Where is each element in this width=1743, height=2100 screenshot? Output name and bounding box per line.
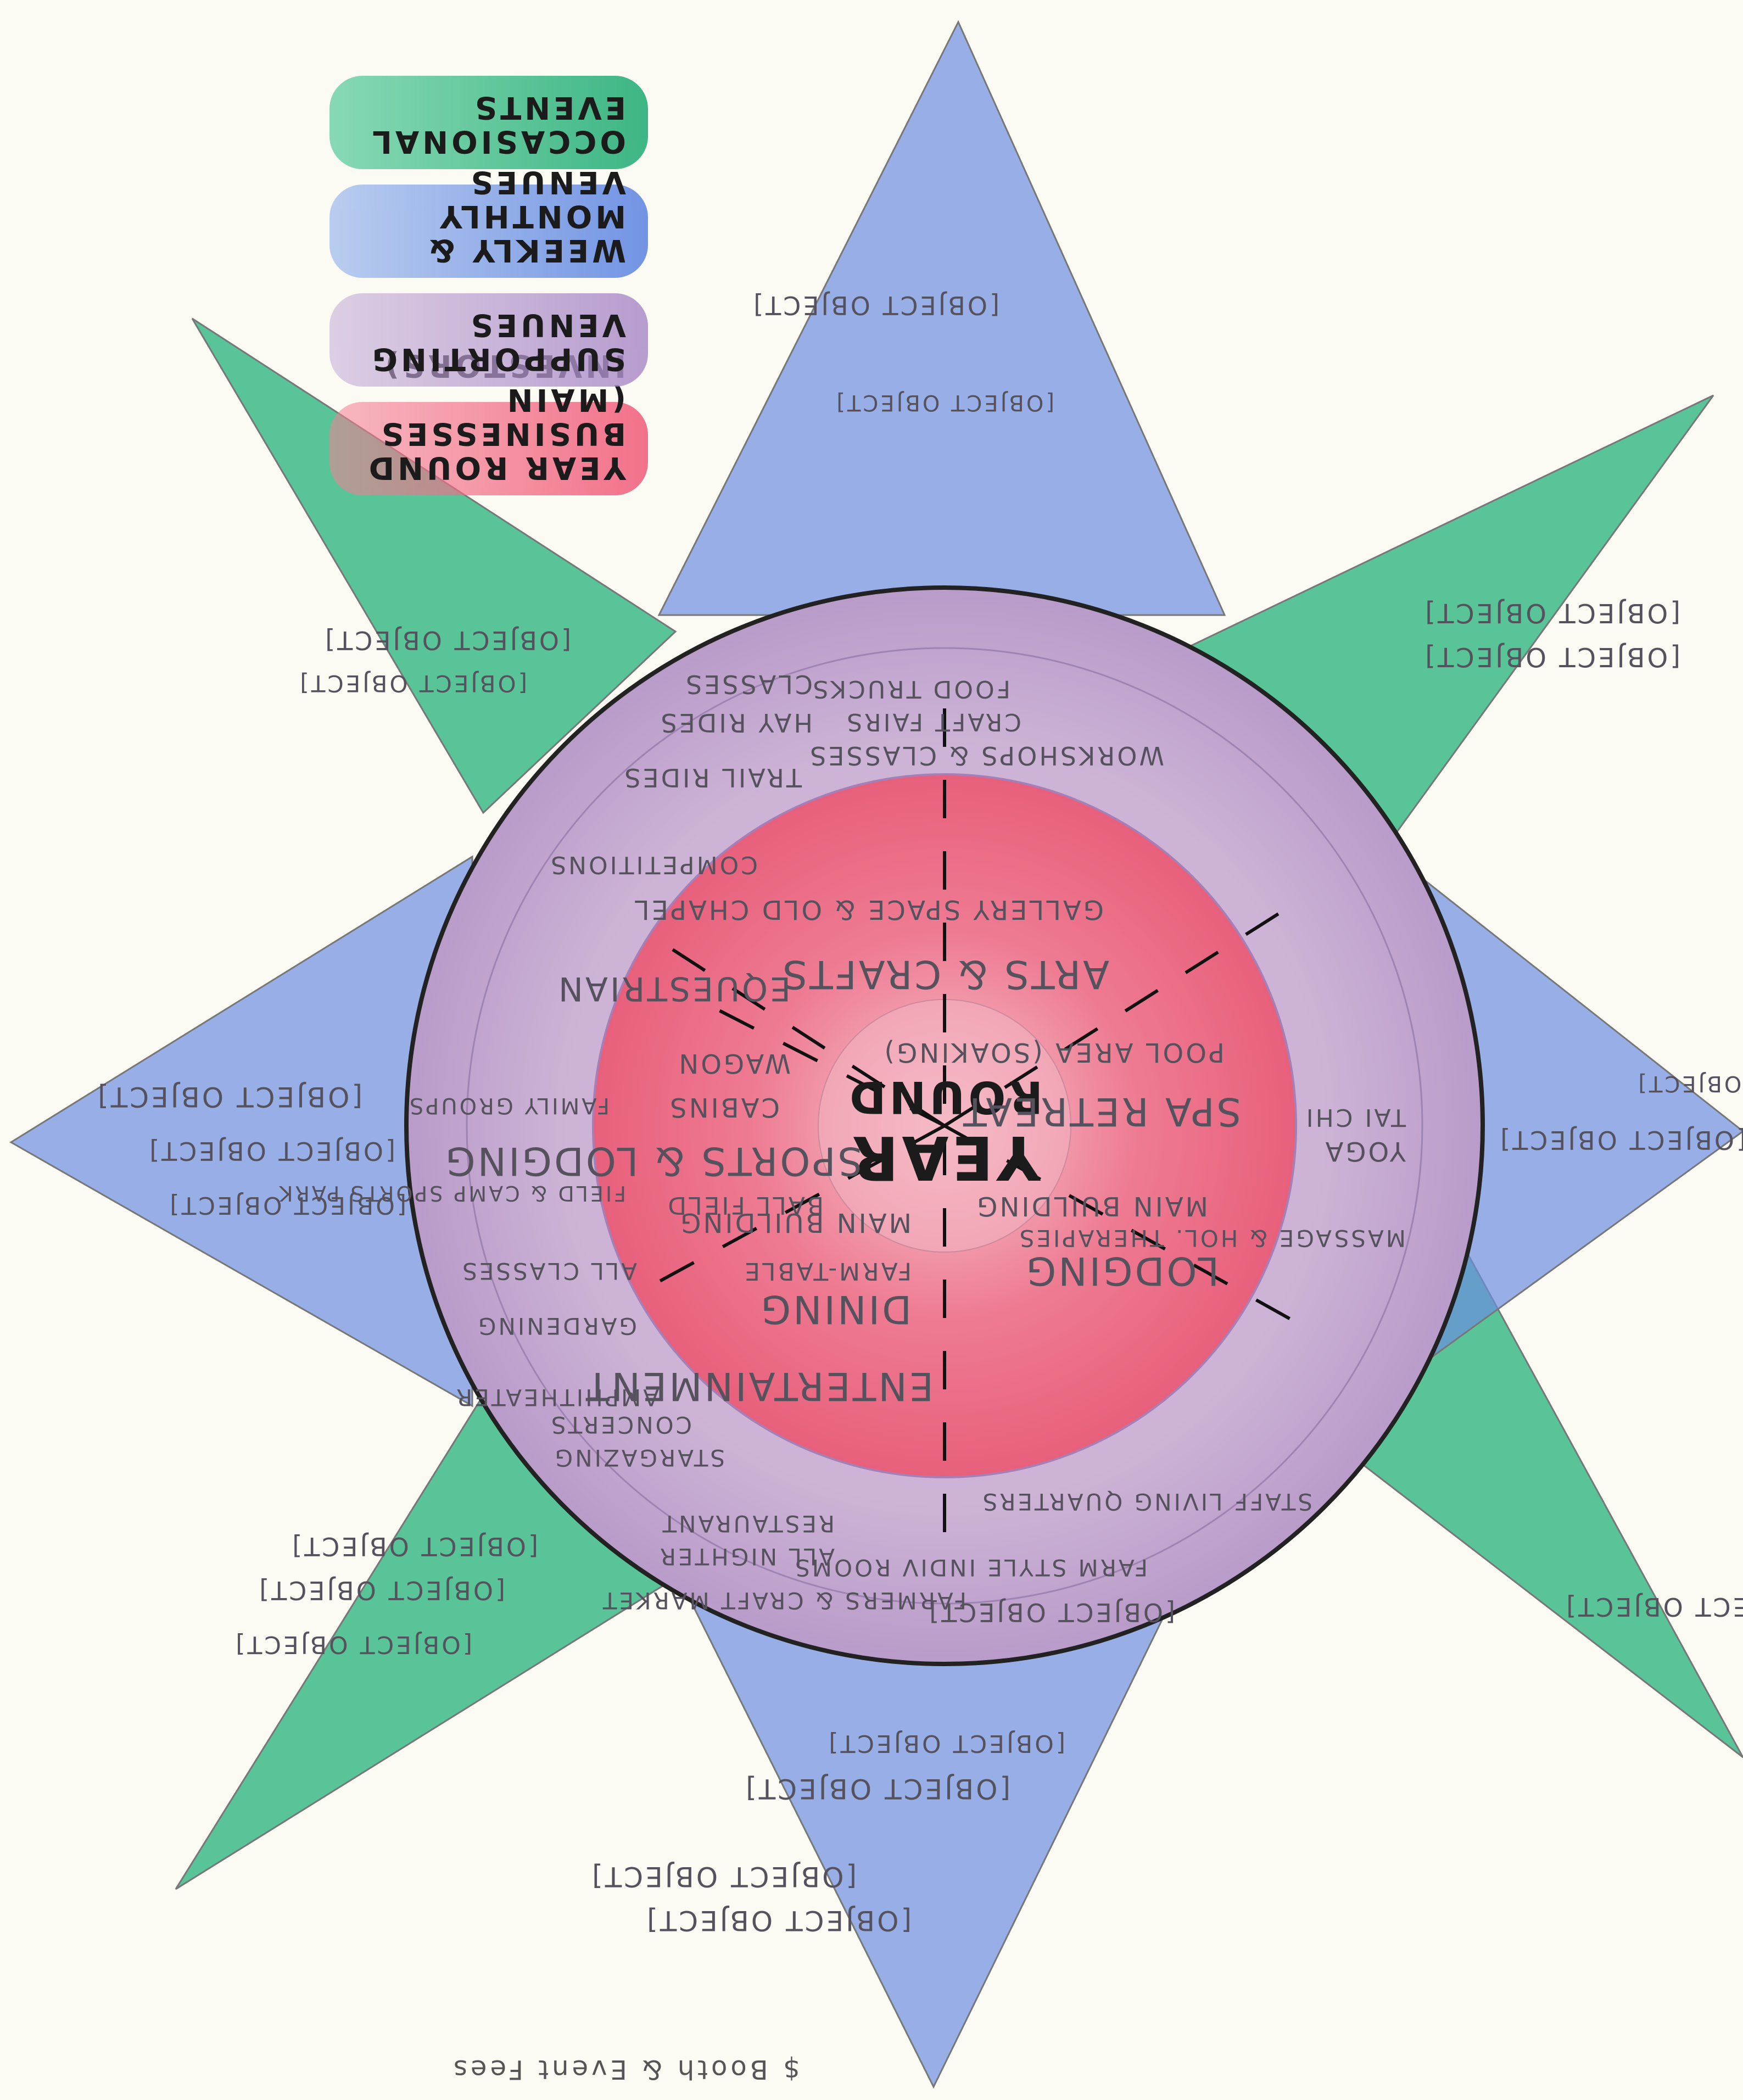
support-label: Competitions [549, 851, 758, 879]
core-note: Ball Field [666, 1191, 824, 1219]
star-label: [object Object] [834, 390, 1054, 415]
support-label: All Nighter [658, 1543, 835, 1570]
support-label: Tai Chi [1304, 1103, 1406, 1131]
star-label: [object Object] [927, 1598, 1175, 1627]
star-label: [object Object] [590, 1861, 857, 1892]
star-label: [object Object] [751, 291, 999, 320]
support-label: Farm Style Indiv Rooms [793, 1554, 1148, 1581]
support-label: Trail Rides [622, 763, 802, 792]
support-label: Stargazing [553, 1444, 725, 1471]
support-label: Staff Living Quarters [981, 1488, 1312, 1515]
support-label: Concerts [549, 1411, 692, 1438]
star-label: [object Object] [744, 1773, 1010, 1805]
star-point-w [11, 857, 472, 1406]
core-note: Cabins [668, 1092, 780, 1122]
core-note: Main Building [975, 1191, 1208, 1221]
support-label: Massage & Hol. Therapies [1018, 1225, 1406, 1252]
legend-occasional: Occasional Events [329, 76, 648, 169]
support-label: Amphitheater [454, 1384, 659, 1411]
star-label: [object Object] [1423, 597, 1680, 628]
star-label: [object Object] [257, 1576, 505, 1605]
star-label: [object Object] [298, 670, 527, 697]
core-label: Dining [759, 1287, 912, 1332]
support-label: Farmers & Craft Market [601, 1587, 967, 1614]
support-label: Hay Rides [659, 708, 813, 738]
core-label: Lodging [1024, 1248, 1219, 1293]
support-label: Yoga [1323, 1136, 1406, 1166]
core-label: Sports & Lodging [443, 1138, 862, 1183]
star-label: [object Object] [1498, 1125, 1743, 1155]
star-label: [object Object] [96, 1081, 362, 1113]
legend: Year Round Businesses (Main Investors) S… [329, 60, 648, 495]
booth-fees-note: $ Booth & Event Fees [450, 2054, 800, 2085]
legend-supporting: Supporting Venues [329, 293, 648, 387]
support-label: Craft Fairs [845, 708, 1021, 736]
support-label: Family Groups [407, 1093, 610, 1118]
star-label: [object Object] [826, 1729, 1065, 1757]
star-label: [object Object] [290, 1532, 538, 1561]
core-label: Equestrian [556, 969, 791, 1008]
legend-weekly-monthly: Weekly & Monthly Venues [329, 185, 648, 278]
core-note: Gallery Space & Old Chapel [633, 894, 1104, 925]
support-label: Classes [684, 669, 813, 699]
support-label: Food Trucks [811, 675, 1010, 703]
star-label: [object Object] [323, 625, 571, 655]
core-note: Pool Area (Soaking) [882, 1037, 1225, 1068]
star-label: [object Object] [1564, 1592, 1743, 1622]
legend-year-round: Year Round Businesses (Main Investors) [329, 402, 648, 495]
star-label: [object Object] [167, 1191, 406, 1219]
core-label: Spa Retreat [961, 1089, 1241, 1134]
star-label: [object Object] [1636, 1071, 1743, 1096]
core-label: Arts & Crafts [781, 952, 1110, 997]
support-label: Workshops & Classes [808, 741, 1164, 770]
core-note: Farm-Table [742, 1257, 912, 1285]
star-label: [object Object] [147, 1136, 395, 1166]
support-label: All Classes [460, 1258, 637, 1284]
star-label: [object Object] [233, 1630, 472, 1658]
core-note: Wagon [677, 1048, 791, 1079]
star-label: [object Object] [645, 1904, 912, 1936]
star-label: [object Object] [1423, 641, 1680, 672]
support-label: Restaurant [660, 1510, 835, 1537]
support-label: Gardening [476, 1312, 637, 1339]
